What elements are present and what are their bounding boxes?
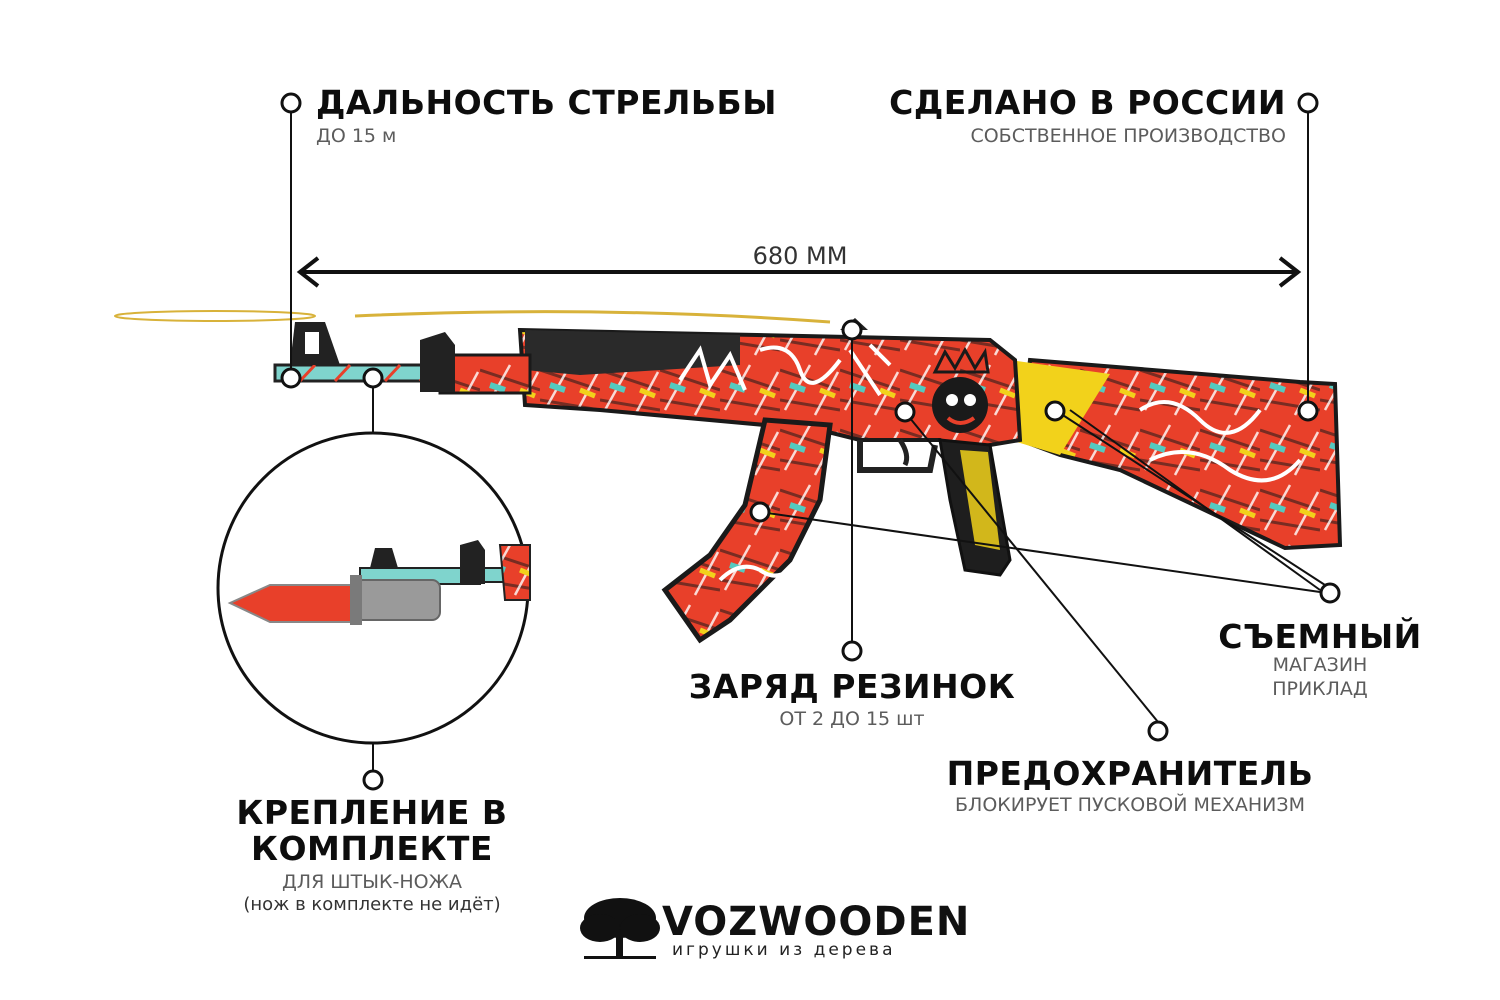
bayonet-inset xyxy=(227,540,531,625)
graffiti-tag-mag xyxy=(718,558,802,582)
rubber-band-ring xyxy=(114,310,316,322)
barrel-stripes xyxy=(298,363,437,383)
safety-subtitle: БЛОКИРУЕТ ПУСКОВОЙ МЕХАНИЗМ xyxy=(955,794,1305,816)
trigger xyxy=(897,438,910,467)
trigger-guard xyxy=(857,440,938,473)
graffiti-tag xyxy=(678,343,892,397)
length-label: 680 ММ xyxy=(752,242,848,270)
graffiti-crown-icon xyxy=(932,346,990,374)
mount-note: (нож в комплекте не идёт) xyxy=(243,894,501,915)
brand-name: VOZWOODEN xyxy=(662,899,971,945)
charge-subtitle: ОТ 2 ДО 15 шт xyxy=(779,708,925,730)
safety-title: ПРЕДОХРАНИТЕЛЬ xyxy=(946,754,1314,793)
gas-block xyxy=(420,332,455,392)
made-in-russia-subtitle: СОБСТВЕННОЕ ПРОИЗВОДСТВО xyxy=(970,125,1286,147)
callout-dots xyxy=(280,92,1341,791)
mount-title-line2: КОМПЛЕКТЕ xyxy=(251,829,493,868)
removable-magazine: МАГАЗИН xyxy=(1272,654,1368,676)
mount-title-line1: КРЕПЛЕНИЕ В xyxy=(236,793,508,832)
range-title: ДАЛЬНОСТЬ СТРЕЛЬБЫ xyxy=(316,83,777,122)
range-subtitle: ДО 15 м xyxy=(316,125,397,147)
callout-lines xyxy=(290,112,1326,770)
rifle-top-cover xyxy=(525,330,740,375)
front-sight-hole xyxy=(305,332,319,354)
arrow-left-icon xyxy=(296,256,320,288)
removable-stock: ПРИКЛАД xyxy=(1272,678,1368,700)
charge-title: ЗАРЯД РЕЗИНОК xyxy=(688,667,1016,706)
tree-icon xyxy=(580,898,660,959)
made-in-russia-title: СДЕЛАНО В РОССИИ xyxy=(889,83,1286,122)
rifle-magazine xyxy=(661,417,833,644)
arrow-right-icon xyxy=(1278,256,1302,288)
removable-title: СЪЕМНЫЙ xyxy=(1218,617,1422,656)
mount-subtitle: ДЛЯ ШТЫК-НОЖА xyxy=(281,871,463,893)
grip-accent xyxy=(960,450,1000,550)
rubber-band xyxy=(354,310,831,324)
graffiti-tag-stock xyxy=(1138,400,1302,483)
brand-tagline: игрушки из дерева xyxy=(672,940,896,960)
